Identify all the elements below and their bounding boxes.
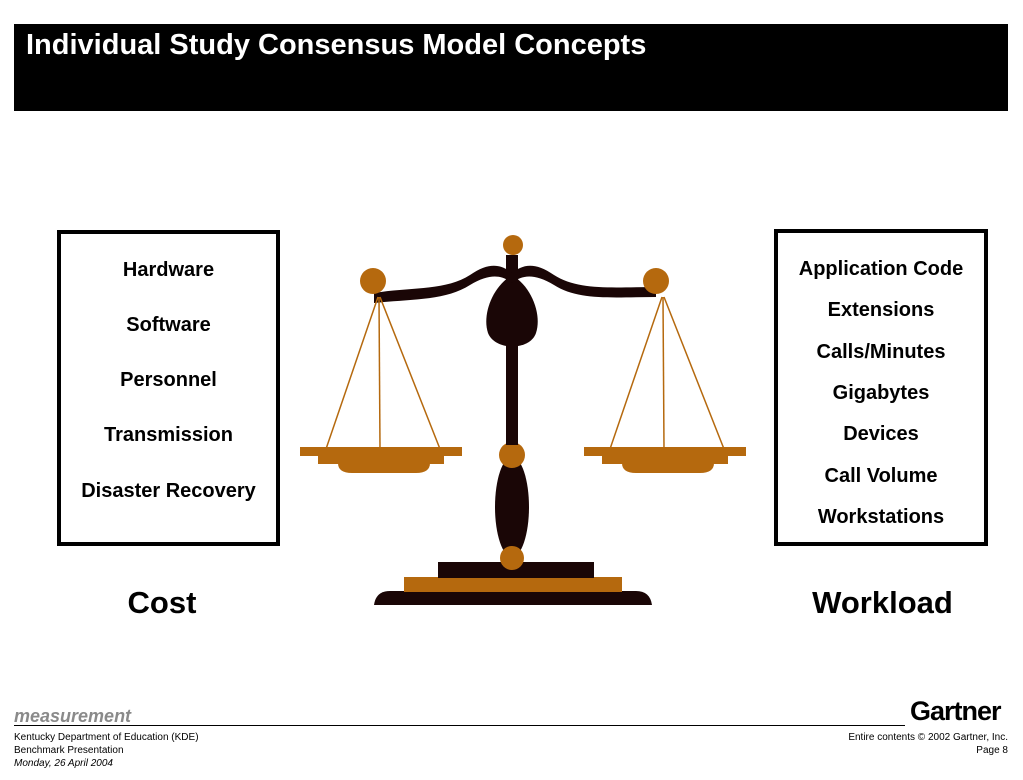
- workload-item: Workstations: [817, 506, 945, 528]
- cost-item: Personnel: [120, 369, 217, 391]
- workload-factors-box: Application Code Extensions Calls/Minute…: [774, 229, 988, 546]
- scale-beam: [374, 265, 656, 303]
- footer-page-number: Page 8: [976, 745, 1008, 756]
- footer-date: Monday, 26 April 2004: [14, 758, 113, 769]
- scale-right-pan-lip: [602, 455, 728, 464]
- scale-base-bottom: [374, 591, 652, 605]
- cost-item: Hardware: [122, 259, 215, 281]
- scale-middle-knob: [499, 442, 525, 468]
- footer-left-info: Kentucky Department of Education (KDE) B…: [14, 731, 199, 770]
- footer-divider: [14, 725, 905, 726]
- scale-base-knob: [500, 546, 524, 570]
- workload-item: Devices: [843, 423, 919, 445]
- scale-left-pan-rim: [300, 447, 462, 456]
- workload-item: Application Code: [798, 258, 964, 280]
- scale-right-pan-bowl: [622, 463, 714, 473]
- cost-item: Transmission: [104, 424, 233, 446]
- scale-right-string: [662, 296, 665, 450]
- cost-factors-box: Hardware Software Personnel Transmission…: [57, 230, 280, 546]
- gartner-logo: Gartner: [910, 696, 1002, 726]
- cost-item: Software: [126, 314, 211, 336]
- scale-left-string: [379, 296, 441, 450]
- footer-presentation: Benchmark Presentation: [14, 745, 124, 756]
- scale-left-end-knob: [360, 268, 386, 294]
- scale-right-pan-rim: [584, 447, 746, 456]
- scale-right-end-knob: [643, 268, 669, 294]
- scale-right-string: [609, 296, 663, 450]
- scale-lower-column: [495, 457, 529, 557]
- scale-base-brass: [404, 577, 622, 592]
- scale-ornament: [486, 275, 538, 347]
- workload-item: Call Volume: [824, 465, 938, 487]
- scale-right-string: [663, 296, 725, 450]
- footer-right-info: Entire contents © 2002 Gartner, Inc. Pag…: [848, 731, 1008, 757]
- scale-base-top: [438, 562, 594, 578]
- scale-top-knob: [503, 235, 523, 255]
- workload-item: Gigabytes: [832, 382, 930, 404]
- title-bar: Individual Study Consensus Model Concept…: [14, 24, 1008, 111]
- cost-item: Disaster Recovery: [81, 480, 256, 502]
- scale-left-pan-bowl: [338, 463, 430, 473]
- balance-scale-illustration: [300, 235, 746, 605]
- footer-section-label: measurement: [14, 706, 132, 726]
- scale-left-string: [325, 296, 379, 450]
- workload-caption: Workload: [812, 585, 953, 620]
- scale-left-string: [378, 296, 381, 450]
- cost-caption: Cost: [127, 585, 197, 620]
- slide-title: Individual Study Consensus Model Concept…: [26, 29, 647, 61]
- footer-client: Kentucky Department of Education (KDE): [14, 732, 199, 743]
- workload-item: Calls/Minutes: [816, 341, 946, 363]
- workload-item: Extensions: [827, 299, 935, 321]
- footer-copyright: Entire contents © 2002 Gartner, Inc.: [848, 732, 1008, 743]
- scale-left-pan-lip: [318, 455, 444, 464]
